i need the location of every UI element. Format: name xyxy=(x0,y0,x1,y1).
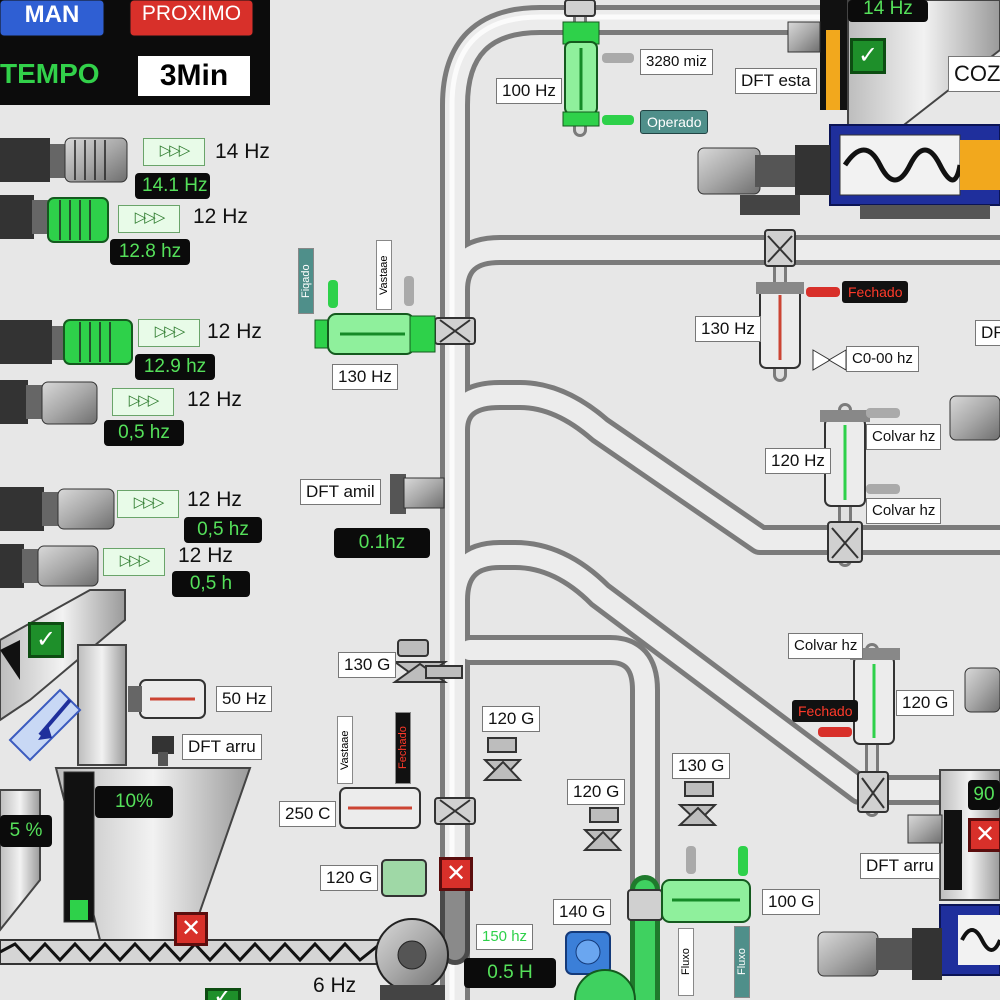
motor-3-hz: 12 Hz xyxy=(207,320,262,343)
mid-lcd-label: 150 hz xyxy=(476,924,534,950)
mid-valve-lamp-2 xyxy=(404,276,414,306)
close-icon[interactable]: ✕ xyxy=(174,912,208,946)
top-valve-freq: 100 Hz xyxy=(496,78,562,104)
tempo-value: 3Min xyxy=(159,59,229,92)
top-valve-graphic xyxy=(562,21,600,127)
top-valve-run-lamp xyxy=(602,115,634,125)
close-icon[interactable]: ✕ xyxy=(968,818,1000,852)
motor-2-hz: 12 Hz xyxy=(193,205,248,228)
right-bottom-hopper xyxy=(817,769,1000,980)
motor-2-lcd: 12.8 hz xyxy=(110,239,190,265)
right-bottom-lamp xyxy=(818,727,852,737)
bottom-tag-2: Fluxo xyxy=(734,926,750,998)
mid-valve-tag-2: Vastaae xyxy=(376,240,392,310)
right-bottom-dft: DFT arru xyxy=(860,853,940,879)
motor-1-lcd: 14.1 Hz xyxy=(135,173,210,199)
check-icon: ✓ xyxy=(850,38,886,74)
motor-6-lcd: 0,5 h xyxy=(172,571,250,597)
mid-label-4: 140 G xyxy=(553,899,612,925)
mid-label-2: 120 G xyxy=(567,779,626,805)
left-valve-1-label: 130 G xyxy=(338,652,397,678)
dft-amil-lcd: 0.1hz xyxy=(334,528,430,558)
right-valve-1-lamp xyxy=(806,287,840,297)
right-valve-1-dft: DF xyxy=(975,320,1000,346)
flow-arrow-icon: ▷▷▷ xyxy=(112,388,174,416)
tempo-label: TEMPO xyxy=(0,58,100,89)
mid-label-3: 130 G xyxy=(672,753,731,779)
check-icon: ✓ xyxy=(28,622,64,658)
left-motor-graphics xyxy=(0,137,133,588)
right-valve-2-lamp-1 xyxy=(866,408,900,418)
flow-arrow-icon: ▷▷▷ xyxy=(117,490,179,518)
left-valve-2-tag-1: Vastaae xyxy=(337,716,353,784)
top-right-dft: DFT esta xyxy=(735,68,817,94)
mid-valve-lamp-1 xyxy=(328,280,338,308)
hopper-level-lcd: 10% xyxy=(95,786,173,818)
right-bottom-lcd: 90 xyxy=(968,780,1000,810)
flow-arrow-icon: ▷▷▷ xyxy=(143,138,205,166)
left-dft-arru: DFT arru xyxy=(182,734,262,760)
left-cylinder-freq: 50 Hz xyxy=(216,686,273,712)
top-right-lcd: 14 Hz xyxy=(848,0,928,22)
left-valve-2-label: 250 C xyxy=(279,801,337,827)
mid-label-1: 120 G xyxy=(482,706,541,732)
motor-1-hz: 14 Hz xyxy=(215,140,270,163)
left-valve-3-label: 120 G xyxy=(320,865,379,891)
motor-4-hz: 12 Hz xyxy=(187,388,242,411)
top-valve-readout: 3280 miz xyxy=(640,49,713,75)
motor-6-hz: 12 Hz xyxy=(178,544,233,567)
close-icon[interactable]: ✕ xyxy=(439,857,473,891)
right-valve-2-readout-2: Colvar hz xyxy=(866,498,942,524)
right-valve-1-status: Fechado xyxy=(842,281,909,303)
motor-5-lcd: 0,5 hz xyxy=(184,517,262,543)
top-valve-status: Operado xyxy=(640,110,709,134)
check-icon: ✓ xyxy=(205,988,241,1000)
top-right-coz: COZ xyxy=(948,56,1000,92)
flow-arrow-icon: ▷▷▷ xyxy=(118,205,180,233)
mid-valve-tag-1: Fiqado xyxy=(298,248,314,314)
motor-4-lcd: 0,5 hz xyxy=(104,420,184,446)
right-valve-1-freq: 130 Hz xyxy=(695,316,761,342)
top-valve-indicator xyxy=(602,53,634,63)
mid-valve-graphic xyxy=(314,313,436,355)
bottom-valve-lamp-1 xyxy=(686,846,696,874)
man-button[interactable]: MAN xyxy=(24,1,80,28)
bottom-hz: 6 Hz xyxy=(313,974,357,997)
right-valve-1-readout: C0-00 hz xyxy=(846,346,919,372)
right-valve-2-lamp-2 xyxy=(866,484,900,494)
right-bottom-freq: 120 G xyxy=(896,690,955,716)
proximo-button[interactable]: PROXIMO xyxy=(141,2,242,25)
mid-label-5: 100 G xyxy=(762,889,821,915)
flow-arrow-icon: ▷▷▷ xyxy=(103,548,165,576)
bottom-green-valve xyxy=(565,879,751,1000)
motor-3-lcd: 12.9 hz xyxy=(135,354,215,380)
dft-amil-label: DFT amil xyxy=(300,479,381,505)
bottom-valve-lamp-2 xyxy=(738,846,748,876)
flow-arrow-icon: ▷▷▷ xyxy=(138,319,200,347)
right-top-machine xyxy=(697,0,1000,219)
left-valve-2-tag-2: Fechado xyxy=(395,712,411,784)
right-valve-2-readout-1: Colvar hz xyxy=(866,424,942,450)
mid-valve-freq: 130 Hz xyxy=(332,364,398,390)
left-valves-graphic xyxy=(339,639,718,897)
hopper-left-lcd: 5 % xyxy=(0,815,52,847)
right-bottom-readout: Colvar hz xyxy=(788,633,864,659)
motor-5-hz: 12 Hz xyxy=(187,488,242,511)
dft-amil-valve xyxy=(390,474,445,514)
right-valve-2-freq: 120 Hz xyxy=(765,448,831,474)
bottom-tag-1: Fluxo xyxy=(678,928,694,996)
mid-lcd-value: 0.5 H xyxy=(464,958,556,988)
right-bottom-status: Fechado xyxy=(792,700,859,722)
